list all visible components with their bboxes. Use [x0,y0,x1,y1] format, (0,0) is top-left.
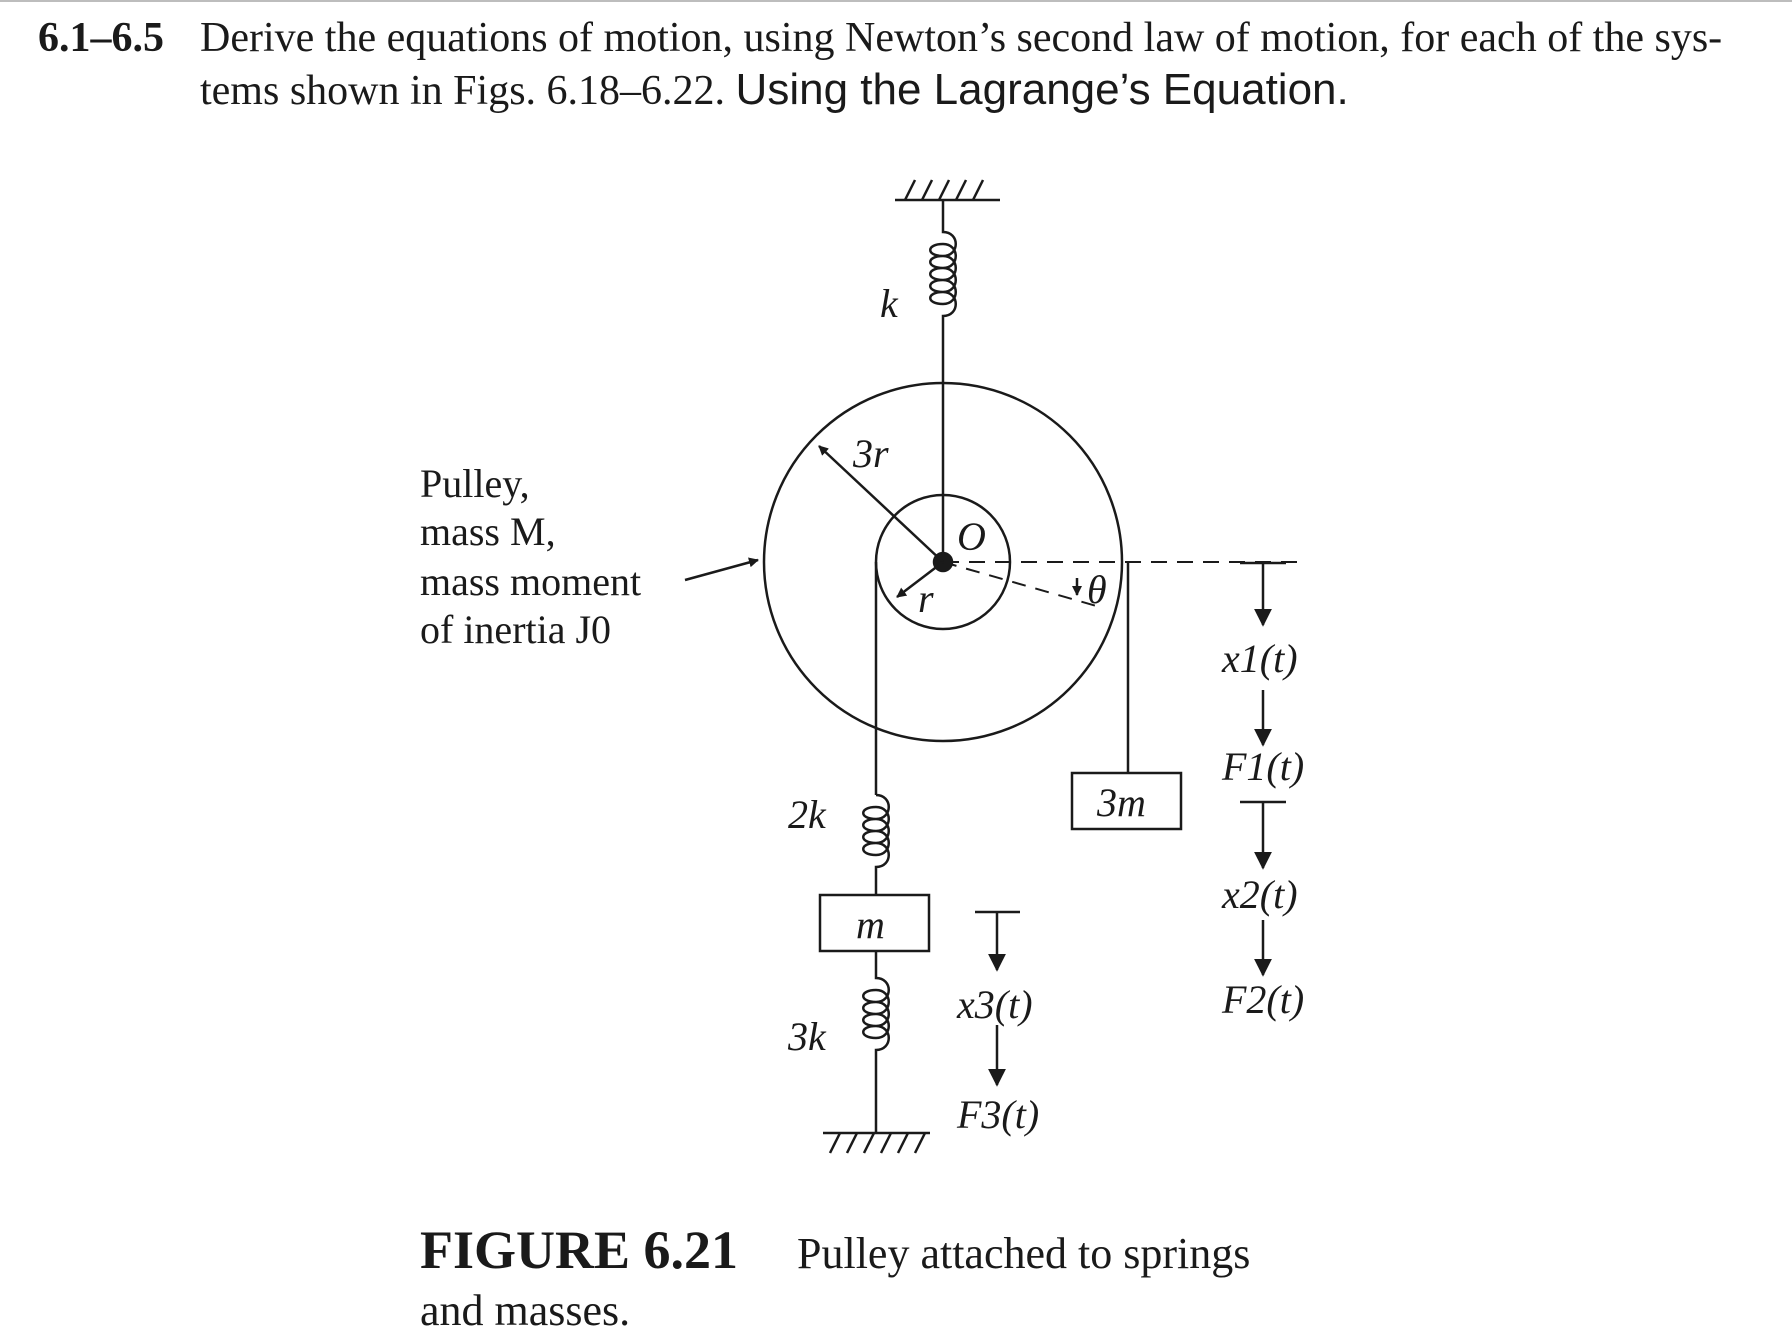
pulley-label-1: Pulley, [420,461,530,506]
outer-pulley [762,381,1124,743]
pulley-label-3: mass moment [420,559,641,604]
label-O: O [957,514,986,559]
spring-2k [862,793,890,895]
ground-bottom [823,1131,930,1154]
problem-statement: 6.1–6.5 Derive the equations of motion, u… [38,12,1778,117]
pulley-label-2: mass M, [420,509,556,554]
label-x2: x2(t) [1221,872,1298,917]
mass-3m-box [1070,771,1183,831]
label-3r: 3r [852,431,889,476]
label-x3: x3(t) [956,982,1033,1027]
label-k: k [880,281,899,326]
problem-text-line1: Derive the equations of motion, using Ne… [200,15,1723,61]
label-theta: θ [1087,567,1107,612]
label-2k: 2k [788,792,827,837]
caption-text-1: Pulley attached to springs [797,1229,1250,1278]
radius-r-arrow [896,561,944,598]
label-F1: F1(t) [1221,744,1304,789]
spring-3k [862,951,890,1133]
problem-highlight: Using the Lagrange’s Equation. [735,65,1349,114]
rotated-line [942,561,1101,608]
pulley-label-4: of inertia J0 [420,607,611,652]
label-3m: 3m [1096,780,1146,825]
ground-top [895,179,1000,202]
problem-number: 6.1–6.5 [38,15,164,61]
problem-text-line2: tems shown in Figs. 6.18–6.22. [200,68,726,114]
label-F3: F3(t) [956,1092,1039,1137]
label-r: r [918,576,934,621]
spring-top [929,200,957,345]
pulley-pointer-arrow [684,557,759,582]
label-x1: x1(t) [1221,636,1298,681]
caption-label: FIGURE 6.21 [420,1220,738,1280]
label-3k: 3k [787,1014,827,1059]
mass-m-box [818,893,931,953]
label-F2: F2(t) [1221,977,1304,1022]
radius-3r-arrow [818,445,944,563]
caption-text-2: and masses. [420,1286,630,1335]
label-m: m [856,902,885,947]
top-rule [0,0,1792,2]
